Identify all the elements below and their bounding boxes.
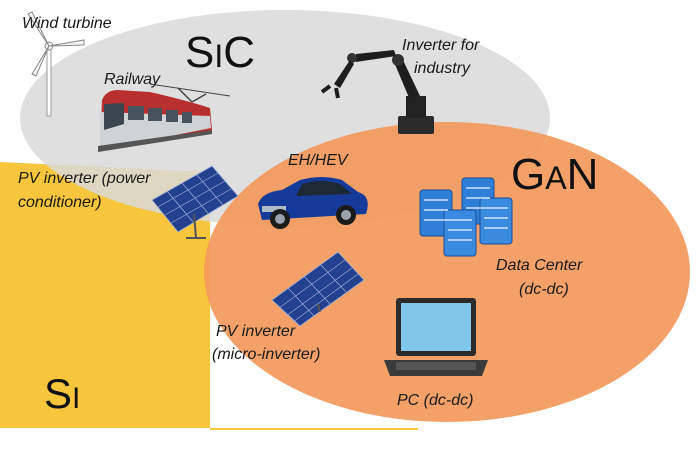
gan-label: GAN	[511, 150, 598, 199]
car-icon	[258, 177, 368, 229]
gan-region	[204, 122, 690, 422]
pv-inverter-micro-label-2: (micro-inverter)	[212, 346, 320, 363]
inverter-industry-label: Inverter for	[402, 37, 480, 54]
pv-inverter-power-label: PV inverter (power	[18, 170, 151, 187]
robot-arm-icon	[320, 50, 434, 134]
pc-label: PC (dc-dc)	[397, 392, 473, 409]
pv-inverter-micro-label: PV inverter	[216, 323, 296, 340]
railway-label: Railway	[104, 71, 161, 88]
sic-label: SIC	[185, 28, 255, 77]
solar-panel-icon	[271, 251, 365, 327]
server-icon	[419, 177, 513, 257]
solar-panel-icon	[151, 165, 239, 239]
si-label: SI	[44, 370, 80, 417]
data-center-label: Data Center	[496, 257, 583, 274]
laptop-icon	[384, 298, 488, 376]
wind-turbine-icon	[27, 11, 85, 117]
pv-inverter-power-label-2: conditioner)	[18, 194, 102, 211]
wind-turbine-label: Wind turbine	[22, 15, 112, 32]
eh-hev-label: EH/HEV	[288, 152, 349, 169]
inverter-industry-label-2: industry	[414, 60, 471, 77]
train-icon	[98, 83, 231, 152]
data-center-label-2: (dc-dc)	[519, 281, 569, 298]
